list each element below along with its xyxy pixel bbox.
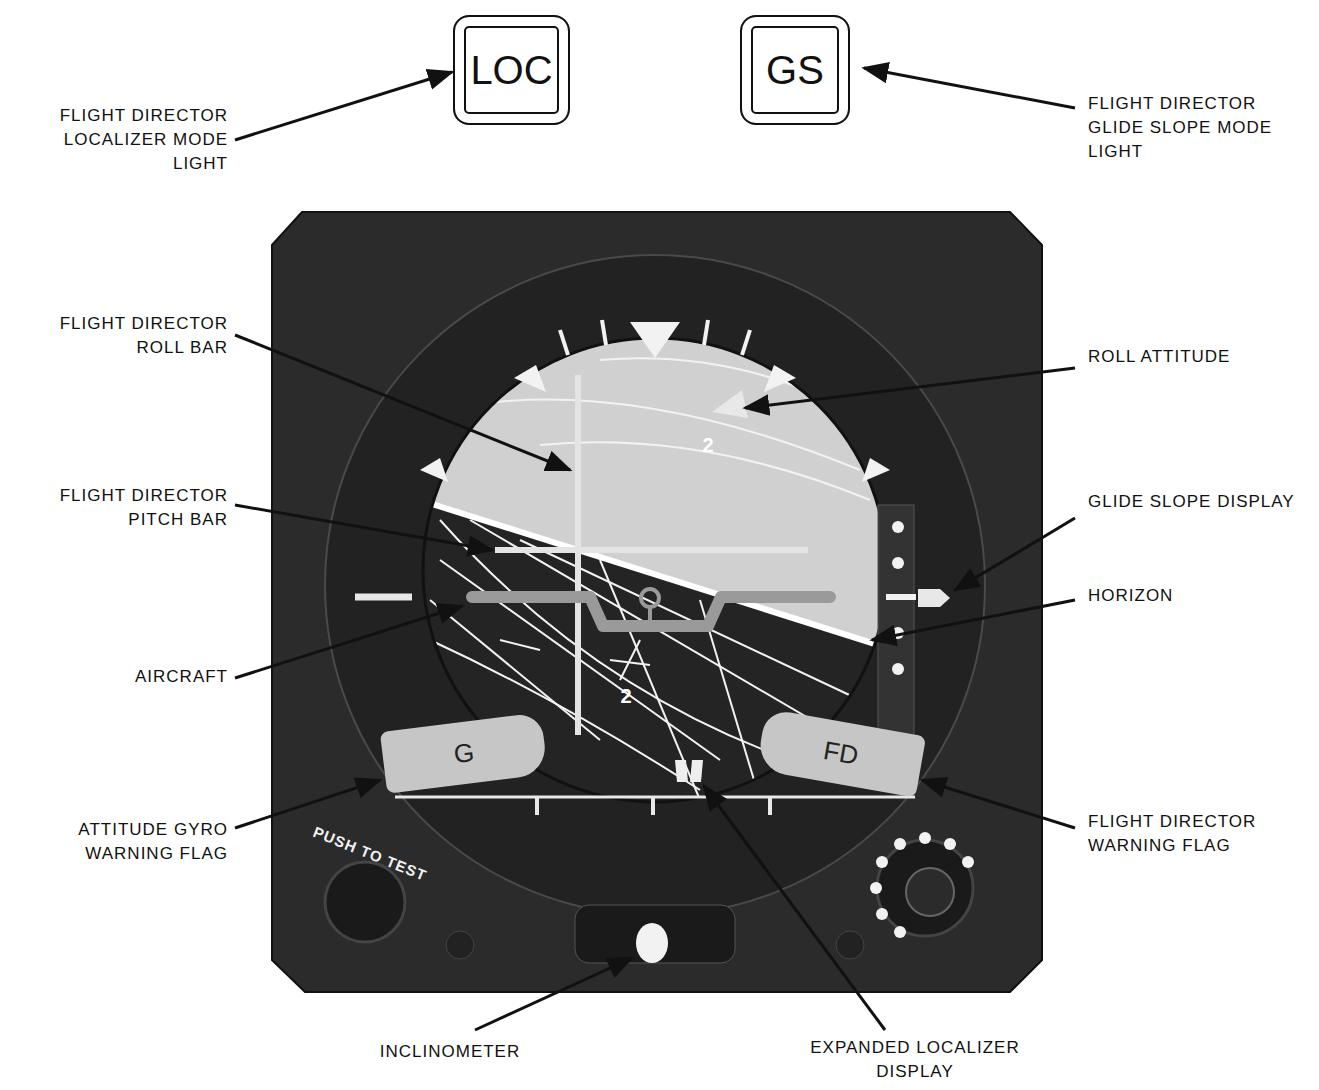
pitch-scale-number: 2 xyxy=(696,433,720,457)
node-text: GS xyxy=(766,48,824,93)
callout-label: FLIGHT DIRECTOR PITCH BAR xyxy=(13,484,228,532)
callout-label: HORIZON xyxy=(1088,584,1308,608)
pitch-scale-number: 2 xyxy=(614,684,638,708)
callout-label: FLIGHT DIRECTOR WARNING FLAG xyxy=(1088,810,1308,858)
node-text: FD xyxy=(821,735,861,772)
node-text: G xyxy=(452,736,476,769)
callout-label: FLIGHT DIRECTOR LOCALIZER MODE LIGHT xyxy=(13,104,228,176)
callout-label: ROLL ATTITUDE xyxy=(1088,345,1308,369)
callout-label: AIRCRAFT xyxy=(13,665,228,689)
callout-label: INCLINOMETER xyxy=(320,1040,580,1064)
callout-label: ATTITUDE GYRO WARNING FLAG xyxy=(13,818,228,866)
mode-light: GS xyxy=(740,15,850,125)
mode-light: LOC xyxy=(453,15,570,125)
callout-label: GLIDE SLOPE DISPLAY xyxy=(1088,490,1308,514)
callout-label: FLIGHT DIRECTOR GLIDE SLOPE MODE LIGHT xyxy=(1088,92,1308,164)
callout-label: FLIGHT DIRECTOR ROLL BAR xyxy=(13,312,228,360)
node-text: LOC xyxy=(470,48,552,93)
callout-label: EXPANDED LOCALIZER DISPLAY xyxy=(785,1036,1045,1084)
